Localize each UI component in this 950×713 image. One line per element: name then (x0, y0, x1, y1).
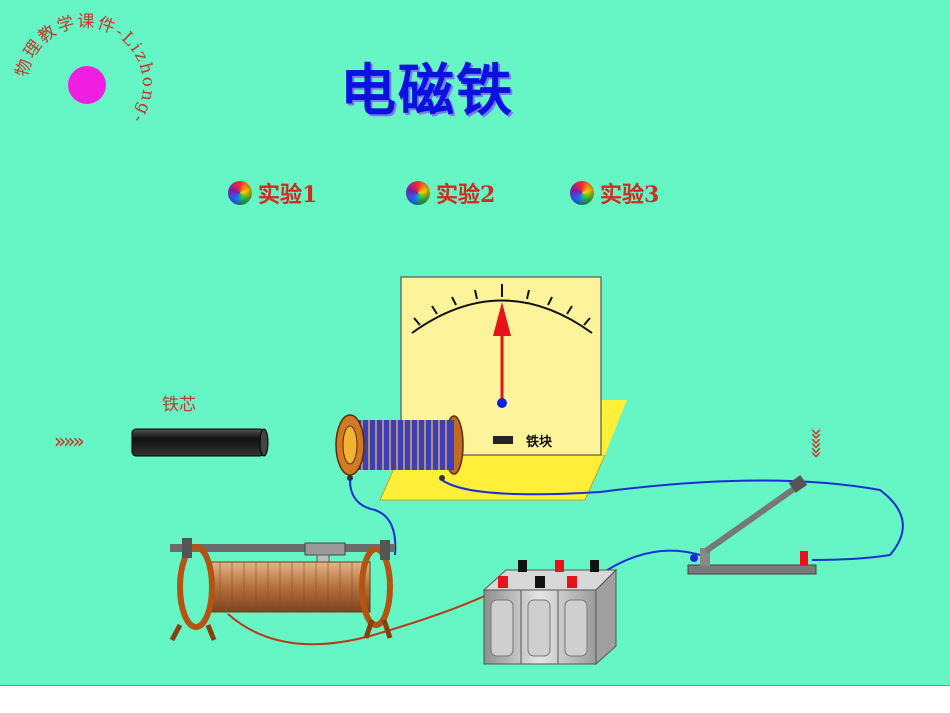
experiment-2-button[interactable]: 实验2 (406, 178, 495, 208)
push-arrows-down: »»» (805, 428, 829, 457)
push-arrows: »»» (54, 429, 83, 453)
electromagnet-coil (335, 414, 464, 481)
battery-pack (482, 560, 618, 666)
bottom-divider (0, 685, 950, 686)
circuit-wires (227, 479, 904, 646)
rheostat[interactable] (169, 538, 395, 642)
experiment-3-label: 实验3 (600, 182, 660, 208)
courseware-stage: 物理教学课件-Lizhong- 电磁铁 实验1 实验2 实验3 (0, 0, 950, 685)
experiment-3-button[interactable]: 实验3 (570, 178, 659, 208)
page-title: 电磁铁 (340, 58, 514, 124)
orb-icon (406, 181, 430, 205)
meter-needle (493, 302, 513, 444)
iron-core[interactable] (131, 428, 269, 457)
orb-icon (570, 181, 594, 205)
iron-block-label: 铁块 (525, 434, 553, 450)
experiment-1-button[interactable]: 实验1 (228, 178, 317, 208)
orb-icon (228, 181, 252, 205)
logo-dot (68, 66, 106, 104)
experiment-2-label: 实验2 (436, 182, 496, 208)
lizhong-logo: 物理教学课件-Lizhong- (12, 12, 156, 129)
yellow-back-panel (600, 400, 627, 455)
knife-switch[interactable] (687, 475, 817, 575)
iron-core-label: 铁芯 (162, 395, 196, 415)
meter-scale (411, 284, 593, 334)
experiment-1-label: 实验1 (258, 182, 318, 208)
